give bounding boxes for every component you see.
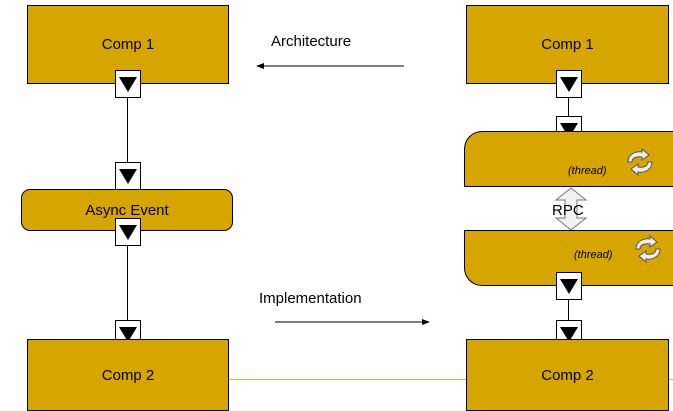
thread1-box [464, 131, 673, 187]
thread2-label: (thread) [574, 249, 613, 261]
down-triangle-icon [560, 278, 578, 294]
right-thread2-out-port [556, 272, 582, 300]
baseline-rule [38, 379, 673, 380]
left-connector-bottom [127, 246, 128, 320]
thread1-label: (thread) [568, 165, 607, 177]
left-comp1-out-port [115, 70, 141, 98]
left-connector-top [127, 98, 128, 162]
left-comp1-label: Comp 1 [101, 36, 155, 53]
cycle-arrows-icon [635, 234, 661, 264]
down-triangle-icon [560, 76, 578, 92]
down-triangle-icon [119, 224, 137, 240]
async-event-label: Async Event [85, 201, 169, 219]
implementation-label: Implementation [259, 290, 362, 307]
right-comp2-box: Comp 2 [466, 339, 669, 411]
architecture-label: Architecture [271, 33, 352, 50]
rpc-label: RPC [552, 202, 584, 219]
down-triangle-icon [560, 326, 578, 342]
down-triangle-icon [119, 168, 137, 184]
right-connector-top [568, 98, 569, 116]
down-triangle-icon [119, 326, 137, 342]
down-triangle-icon [119, 76, 137, 92]
left-async-out-port [115, 218, 141, 246]
right-comp1-label: Comp 1 [541, 36, 594, 53]
right-comp1-out-port [556, 70, 582, 98]
right-comp2-label: Comp 2 [541, 366, 594, 384]
right-connector-bottom [568, 300, 569, 320]
left-comp2-label: Comp 2 [101, 366, 155, 384]
cycle-arrows-icon [627, 147, 653, 177]
